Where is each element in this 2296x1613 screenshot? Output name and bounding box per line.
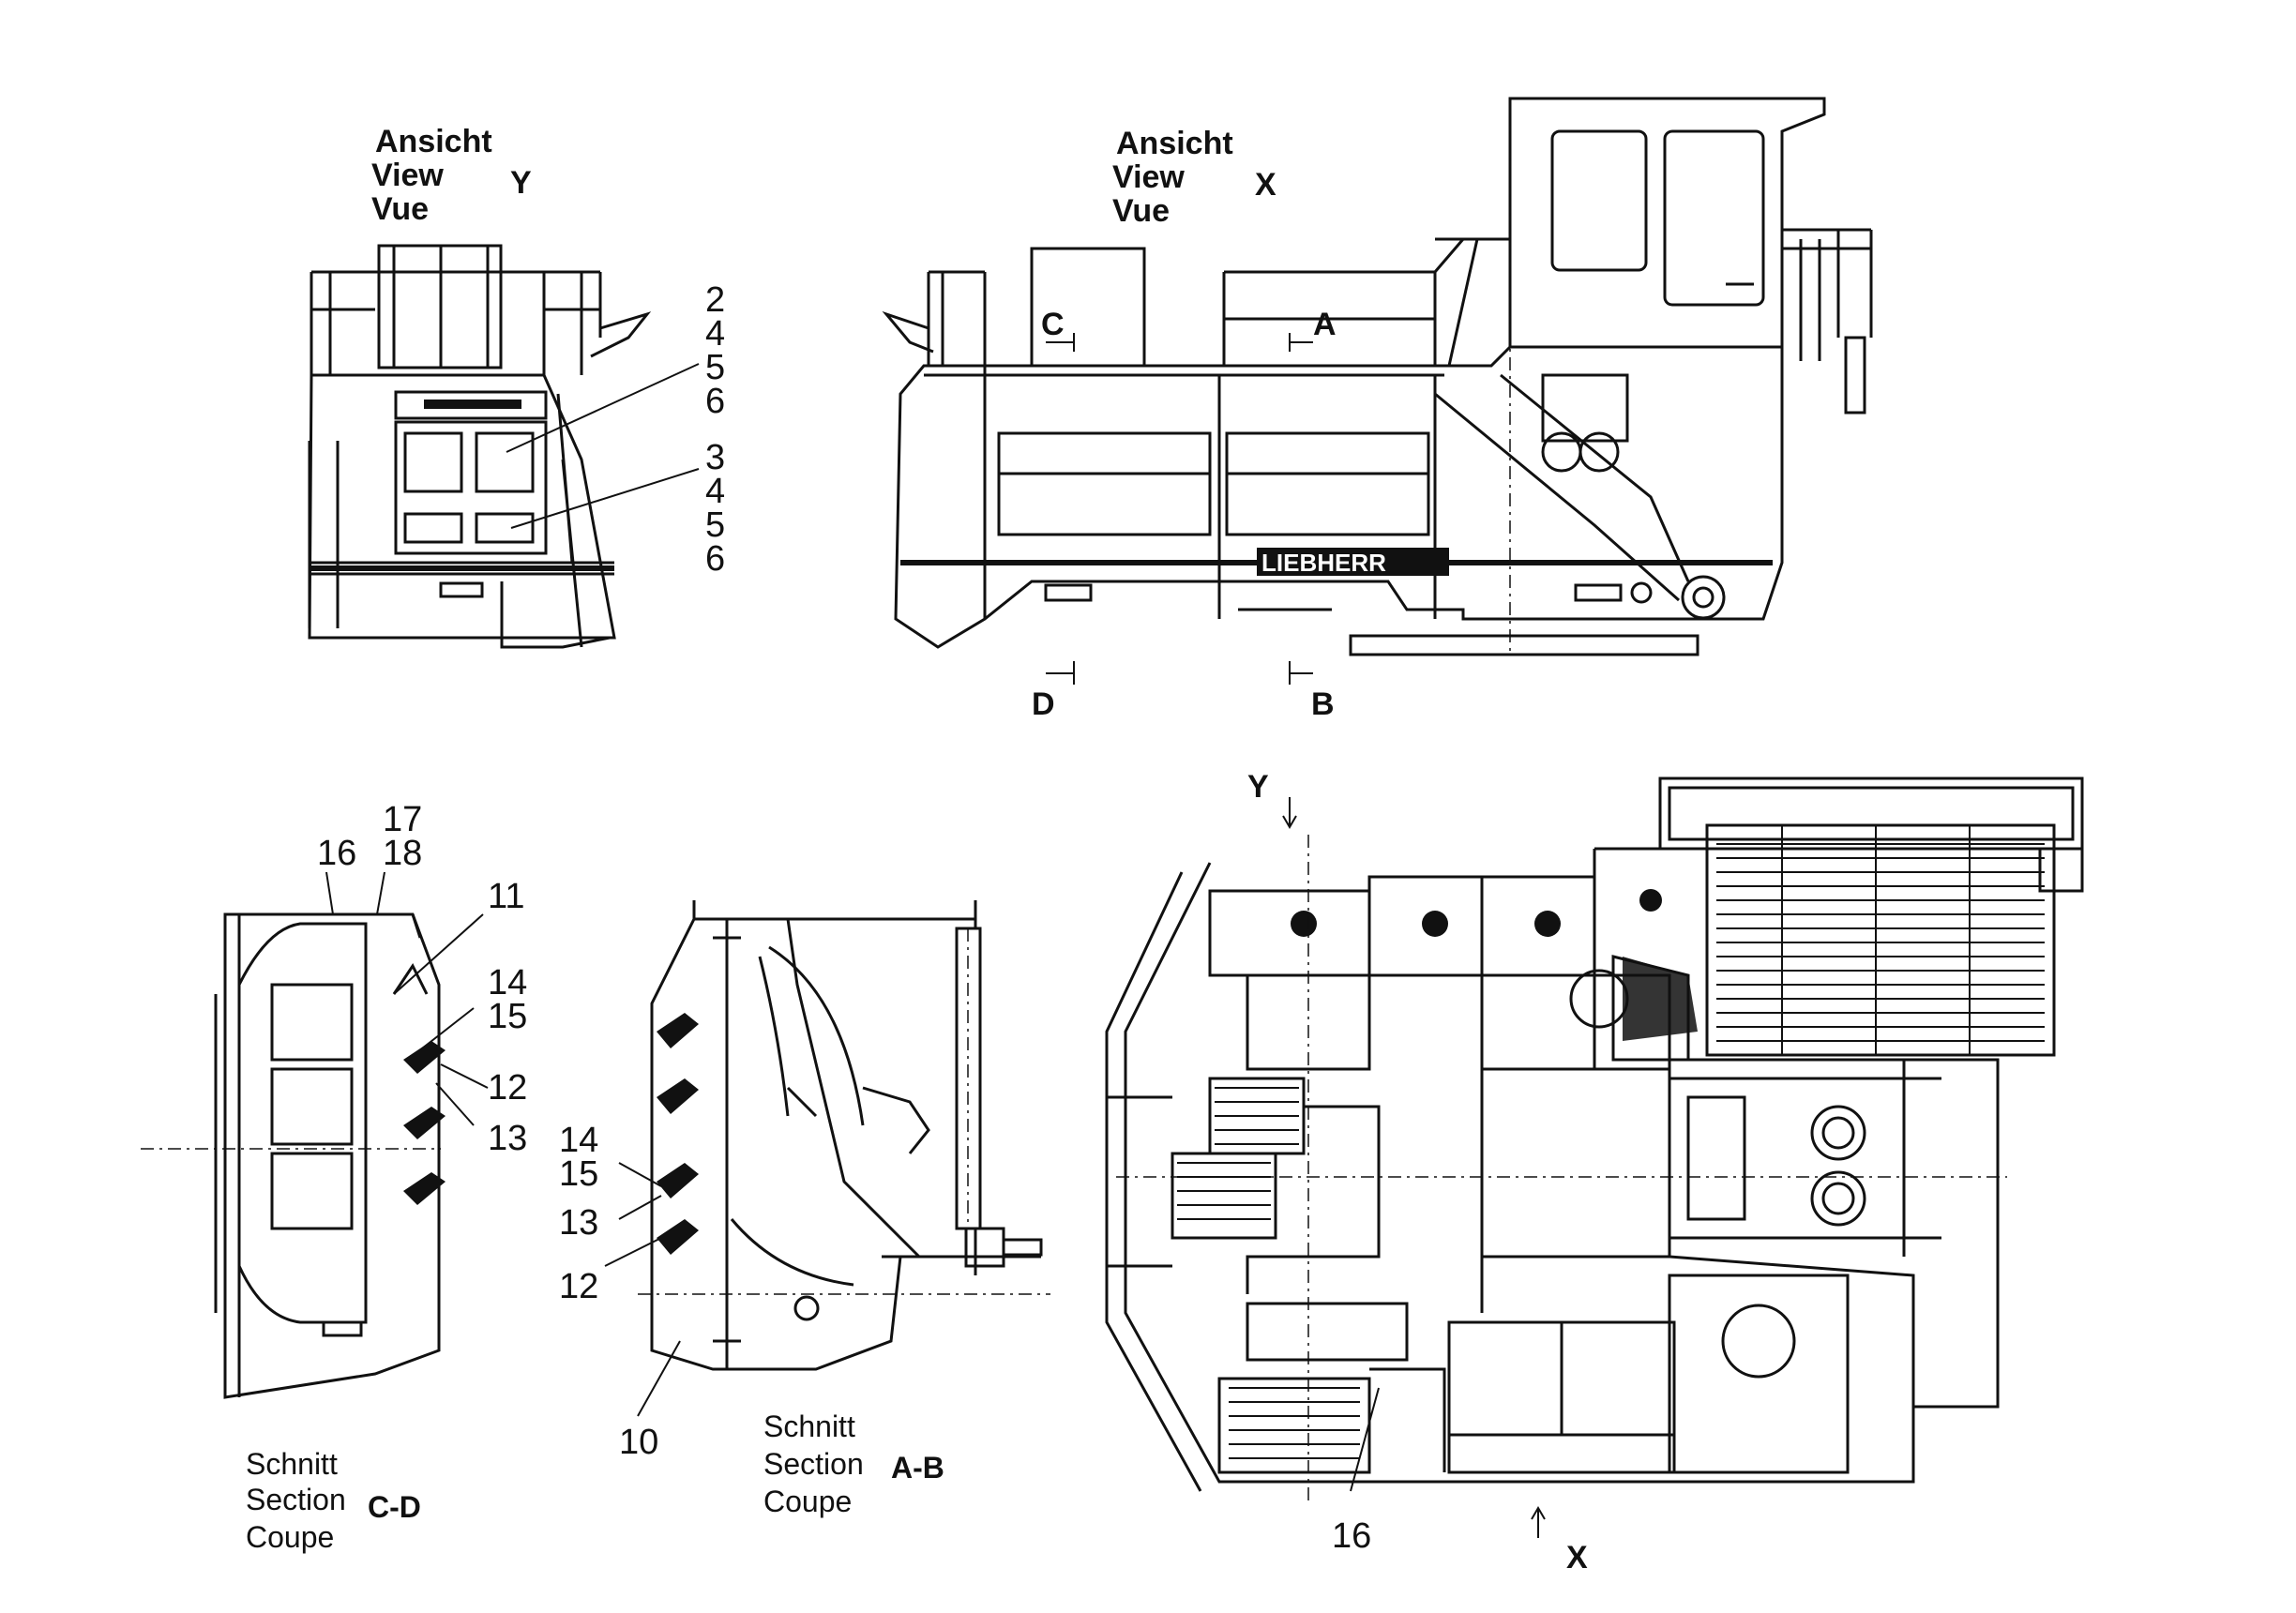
cd-callout-16: 16 <box>317 834 356 873</box>
cd-callout-12: 12 <box>488 1068 527 1108</box>
view-x-drawing: Ansicht View Vue X <box>882 97 1873 722</box>
brand-lettering: LIEBHERR <box>1261 549 1386 577</box>
section-ab-drawing: 14 15 13 12 10 Schnitt Section Coupe A-B <box>559 900 1050 1518</box>
section-cd-drawing: 16 17 18 11 14 15 12 13 Schnitt Section … <box>141 800 527 1554</box>
cd-callout-17: 17 <box>383 800 422 839</box>
marker-a: A <box>1313 307 1337 342</box>
callout-4b: 4 <box>705 472 725 511</box>
marker-b: B <box>1311 686 1335 722</box>
view-y-title-de: Ansicht <box>375 124 492 159</box>
section-cd-fr: Coupe <box>246 1520 334 1554</box>
cd-callout-13: 13 <box>488 1119 527 1158</box>
cd-callout-18: 18 <box>383 834 422 873</box>
callout-5b: 5 <box>705 505 725 545</box>
view-x-title-de: Ansicht <box>1116 126 1233 161</box>
callout-6a: 6 <box>705 382 725 421</box>
marker-c: C <box>1041 307 1065 342</box>
section-ab-de: Schnitt <box>763 1409 855 1443</box>
view-y-title-en: View <box>371 158 444 193</box>
callout-4a: 4 <box>705 314 725 354</box>
view-x-title-fr: Vue <box>1112 193 1170 229</box>
ab-callout-12: 12 <box>559 1267 598 1306</box>
cd-callout-11: 11 <box>488 877 524 916</box>
callout-3: 3 <box>705 438 725 477</box>
section-ab-code: A-B <box>891 1451 944 1485</box>
marker-x-arrow: X <box>1566 1540 1588 1575</box>
ab-callout-13: 13 <box>559 1203 598 1243</box>
section-cd-en: Section <box>246 1483 346 1516</box>
ab-callout-14: 14 <box>559 1121 598 1160</box>
view-y-letter: Y <box>510 165 532 201</box>
cd-callout-15: 15 <box>488 997 527 1036</box>
callout-2: 2 <box>705 280 725 320</box>
cd-callout-14: 14 <box>488 963 527 1002</box>
view-y-title-fr: Vue <box>371 191 429 227</box>
callout-5a: 5 <box>705 348 725 387</box>
top-view-drawing: Y X <box>1105 769 2084 1575</box>
section-ab-fr: Coupe <box>763 1485 852 1518</box>
ab-callout-15: 15 <box>559 1154 598 1194</box>
view-y-drawing: Ansicht View Vue Y <box>308 124 725 649</box>
view-x-letter: X <box>1255 167 1276 203</box>
section-cd-code: C-D <box>368 1490 421 1524</box>
ab-callout-10: 10 <box>619 1423 658 1462</box>
callout-6b: 6 <box>705 539 725 579</box>
marker-y-arrow: Y <box>1247 769 1269 805</box>
view-x-title-en: View <box>1112 159 1185 195</box>
marker-d: D <box>1032 686 1055 722</box>
section-cd-de: Schnitt <box>246 1447 338 1481</box>
top-callout-16: 16 <box>1332 1516 1371 1556</box>
section-ab-en: Section <box>763 1447 864 1481</box>
